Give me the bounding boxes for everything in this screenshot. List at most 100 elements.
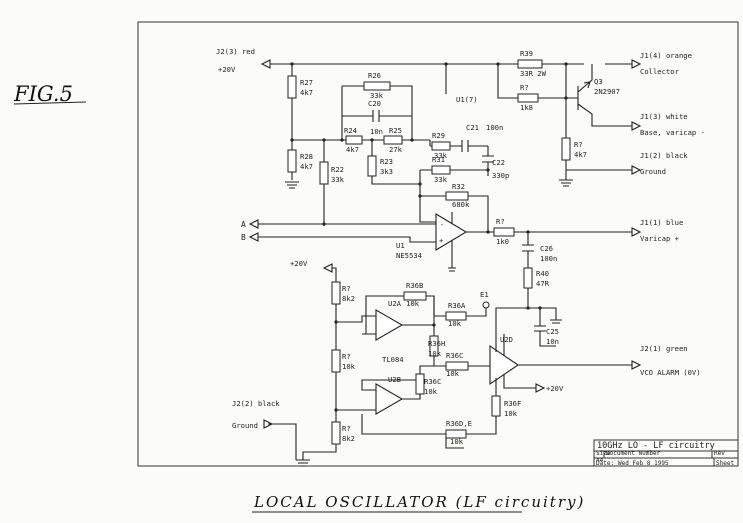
u2d-ref-wire (495, 307, 528, 389)
r31-c22-wire (419, 146, 489, 184)
svg-text:+: + (439, 236, 444, 245)
arrow-j1-4 (631, 59, 642, 69)
r36c-label: R36C (446, 351, 463, 360)
c25-ground (528, 307, 562, 324)
r36g-label: R36C (424, 377, 441, 386)
conn-ground-right: Ground (640, 167, 666, 176)
drawing-border (137, 21, 739, 467)
figure-underline (13, 101, 87, 105)
figure-label: FIG.5 (13, 82, 73, 106)
c25-capacitor (534, 308, 556, 347)
r40-label: R40 (536, 269, 549, 278)
r25-value: 27k (389, 145, 403, 154)
r23-label: R23 (380, 157, 393, 166)
r36de-wire (361, 414, 484, 449)
title-block: 10GHz LO - LF circuitry Size A4 Document… (593, 439, 739, 467)
title-block-date-label: Date: (596, 460, 614, 467)
r36g-value: 10k (424, 387, 438, 396)
r22-resistor (319, 161, 329, 185)
svg-text:-: - (440, 220, 444, 229)
r39-value: 33R 2W (520, 69, 547, 78)
r2-resistor (331, 349, 341, 373)
c25-label: C25 (546, 327, 559, 336)
r7a-label: R? (520, 83, 529, 92)
r40-resistor (523, 267, 533, 289)
conn-j1-2: J1(2) black (640, 151, 688, 160)
r1-label: R? (342, 284, 351, 293)
arrow-j1-3 (631, 121, 642, 131)
u2a-opamp (375, 309, 404, 341)
r3-ground-wire (559, 160, 632, 187)
title-block-date: Wed Feb 8 1995 (618, 460, 669, 467)
r36f-resistor (491, 395, 501, 417)
r4-value: 8k2 (342, 434, 355, 443)
conn-u1-7: U1(7) (456, 95, 478, 104)
c22-value: 330p (492, 171, 509, 180)
r36h-value: 10k (428, 349, 442, 358)
r29-label: R29 (432, 131, 445, 140)
r36a-resistor (445, 311, 467, 321)
q3-label: Q3 (594, 77, 603, 86)
caption: LOCAL OSCILLATOR (LF circuitry) (253, 493, 585, 511)
conn-j2-3: J2(3) red (216, 47, 255, 56)
gnd-r28-icon (285, 181, 299, 189)
r3-resistor (561, 137, 571, 161)
arrow-j2-2 (263, 419, 274, 429)
conn-plus20v-mid: +20V (290, 259, 308, 268)
c26-label: C26 (540, 244, 553, 253)
title-block-size: Size (596, 450, 611, 457)
r36g-resistor (415, 373, 425, 395)
arrow-plus20v-bot (535, 383, 546, 393)
r27-resistor (287, 75, 297, 99)
r23-value: 3k3 (380, 167, 393, 176)
r39-label: R39 (520, 49, 533, 58)
c20-label: C20 (368, 99, 381, 108)
r23-resistor (367, 155, 377, 177)
r39-resistor (517, 59, 543, 69)
c21-label: C21 (466, 123, 479, 132)
r1-resistor (331, 281, 341, 305)
r7a-value: 1k8 (520, 103, 533, 112)
c22-label: C22 (492, 158, 505, 167)
q3-emitter-arrow (583, 81, 591, 89)
r24-label: R24 (344, 126, 357, 135)
arrow-j1-1 (631, 227, 642, 237)
u2a-label: U2A (388, 299, 402, 308)
input-a: A (241, 220, 246, 229)
r4-label: R? (342, 424, 351, 433)
r36a-wire (433, 296, 487, 317)
tl084-label: TL084 (382, 355, 404, 364)
c20-capacitor (342, 110, 412, 122)
r3-label: R? (574, 140, 583, 149)
title-block-title: 10GHz LO - LF circuitry (597, 441, 715, 451)
r4-resistor (331, 421, 341, 445)
r36c-value: 10k (446, 369, 460, 378)
u1-supply-wire (448, 212, 456, 272)
u1-label: U1 (396, 241, 405, 250)
c26-capacitor (522, 244, 534, 252)
conn-j2-2: J2(2) black (232, 399, 280, 408)
r26-label: R26 (368, 71, 381, 80)
r36a-label: R36A (448, 301, 466, 310)
conn-plus20v-top: +20V (218, 65, 236, 74)
arrow-j1-2 (631, 165, 642, 175)
arrow-j2-3 (260, 59, 271, 69)
r24-resistor (345, 135, 363, 145)
conn-ground-left: Ground (232, 421, 258, 430)
u2d-label: U2D (500, 335, 513, 344)
r25-label: R25 (389, 126, 402, 135)
divider-chain-wire (302, 267, 337, 460)
r32-label: R32 (452, 182, 465, 191)
r31-resistor (431, 165, 451, 175)
r28-label: R28 (300, 152, 313, 161)
arrow-j2-1 (631, 360, 642, 370)
u1-opamp (435, 213, 468, 251)
c20-value: 10n (370, 127, 383, 136)
q3-bias-wire (497, 64, 578, 150)
arrow-plus20v-mid (322, 263, 333, 273)
c21-capacitor (461, 140, 469, 152)
r1-value: 8k2 (342, 294, 355, 303)
conn-collector: Collector (640, 67, 680, 76)
r27-value: 4k7 (300, 88, 313, 97)
